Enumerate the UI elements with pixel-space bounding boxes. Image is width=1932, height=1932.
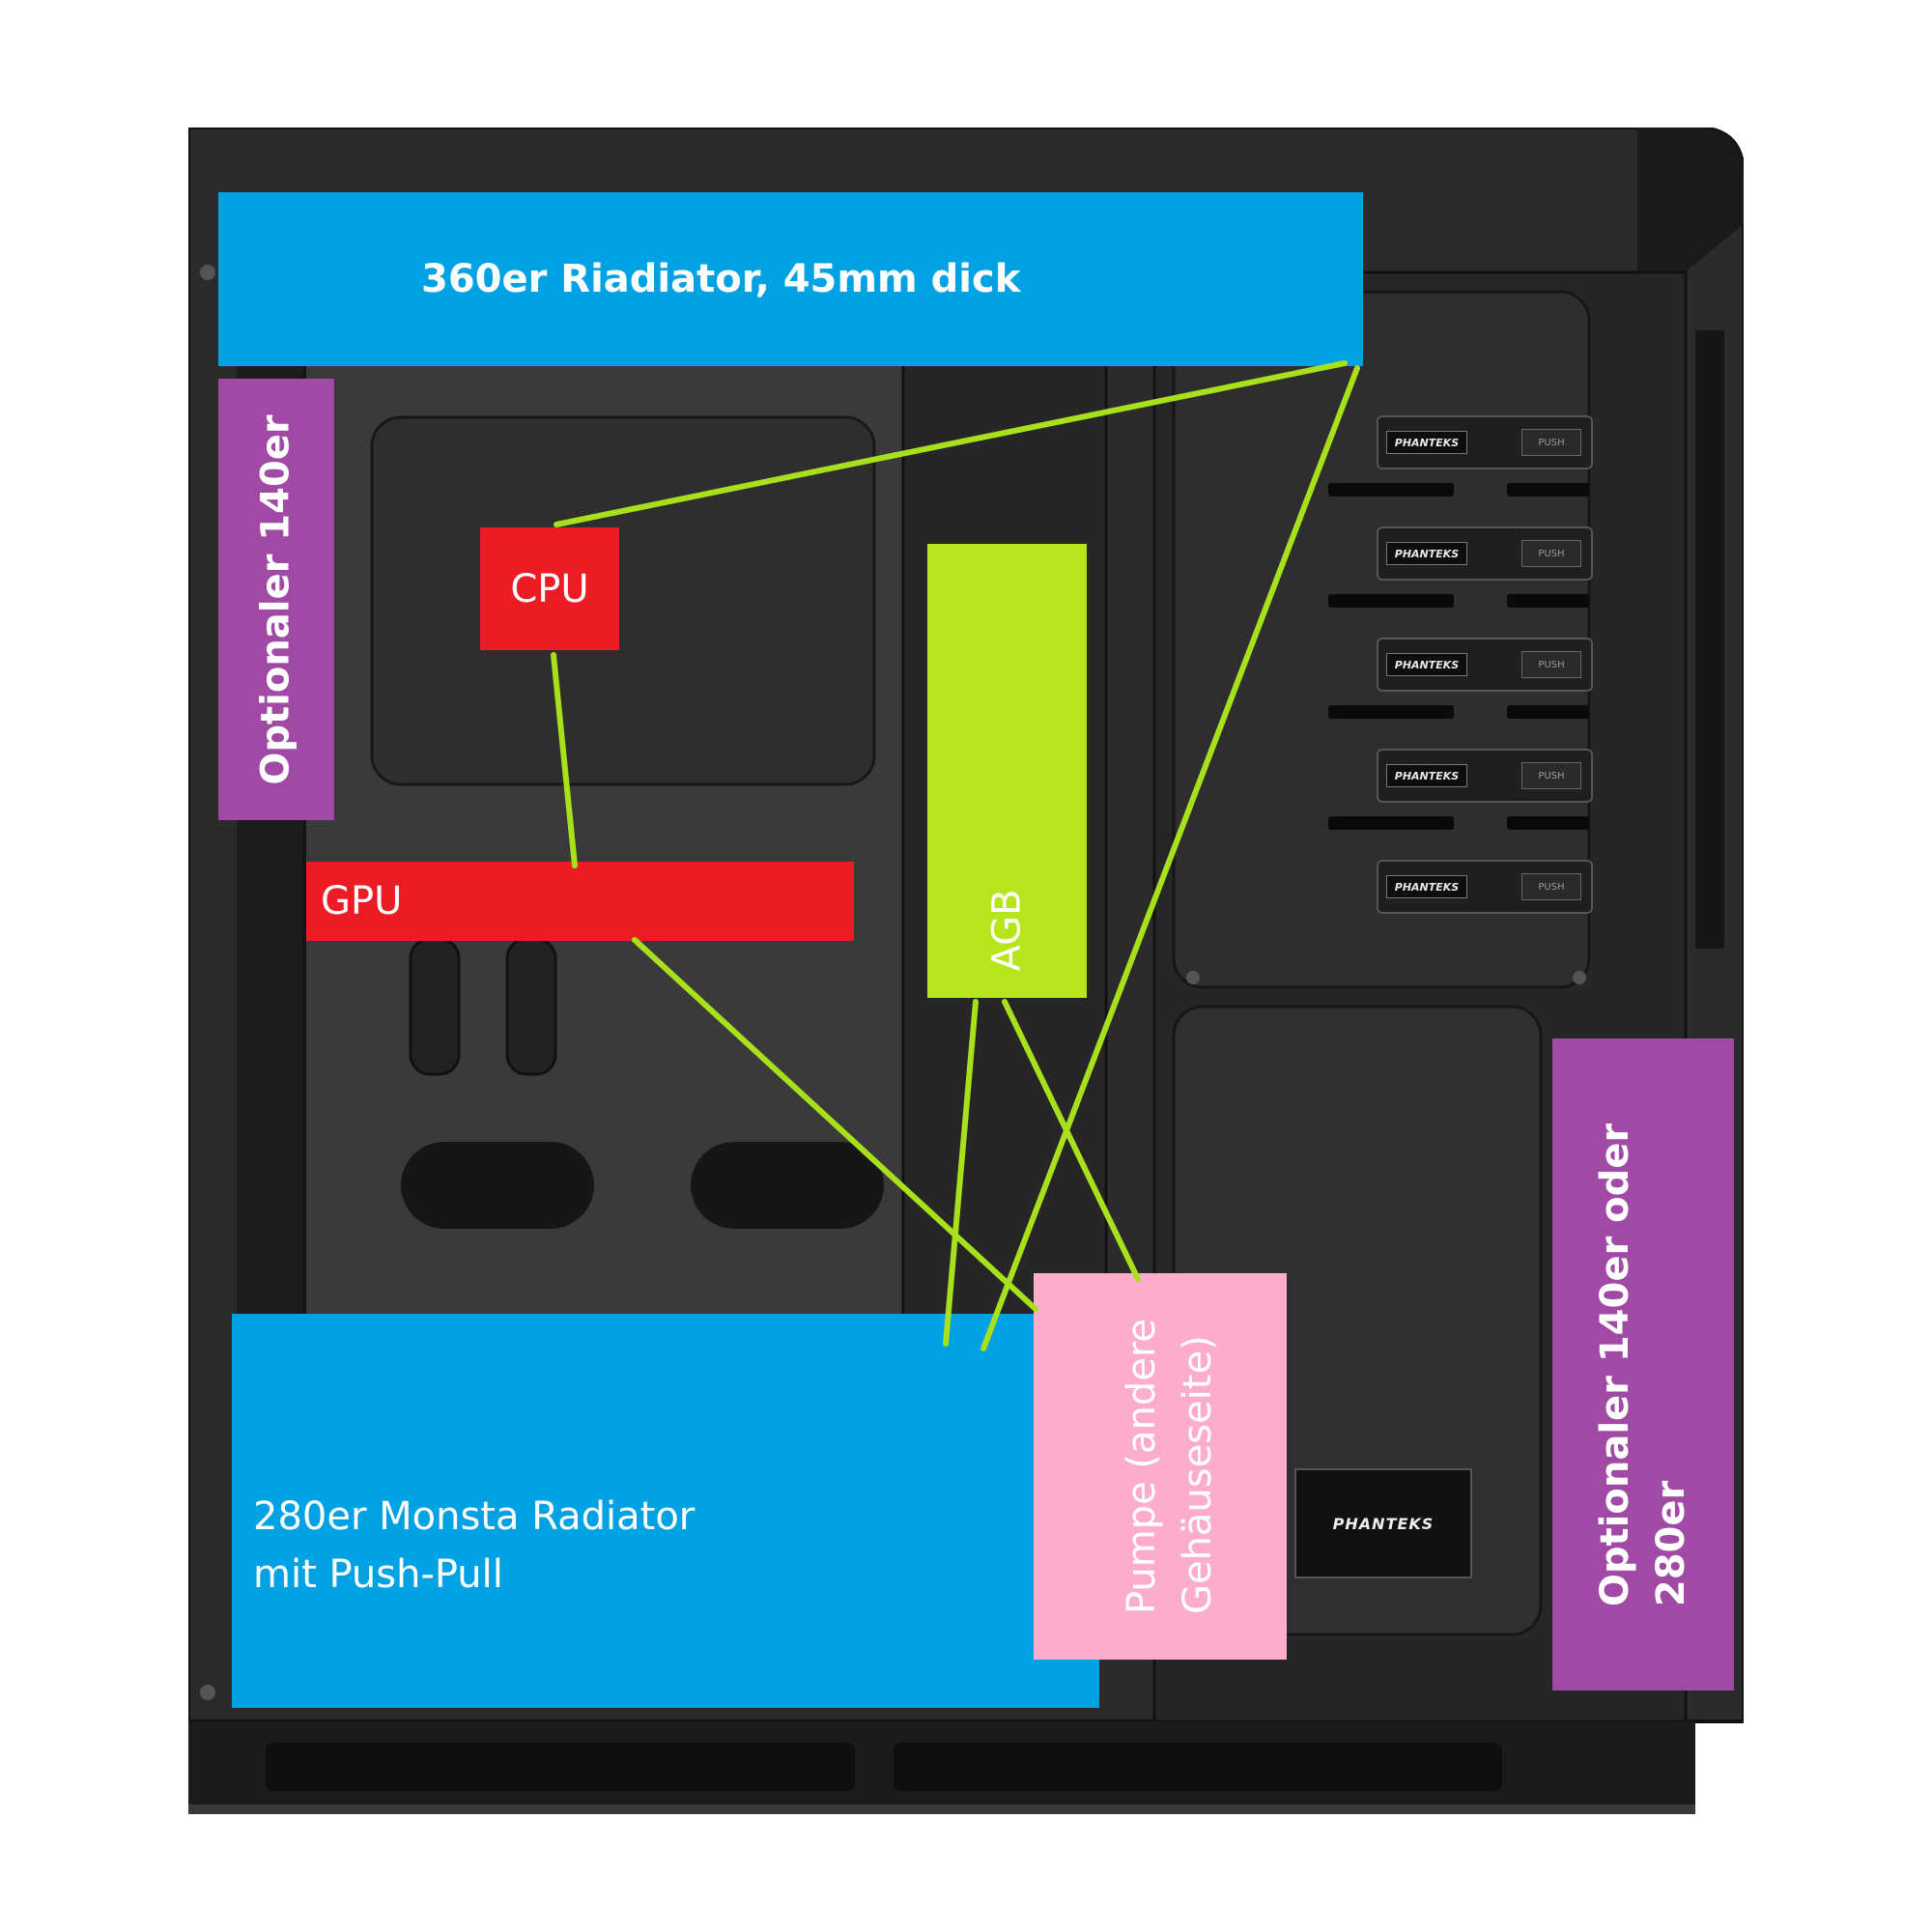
tube-cpu-to-gpu bbox=[554, 655, 575, 866]
tube-radiator-to-bottom-radiator bbox=[983, 368, 1357, 1349]
tube-gpu-to-pump bbox=[635, 940, 1036, 1309]
tube-radiator-to-cpu bbox=[556, 363, 1345, 525]
tube-reservoir-to-bottom-radiator bbox=[946, 1002, 976, 1344]
